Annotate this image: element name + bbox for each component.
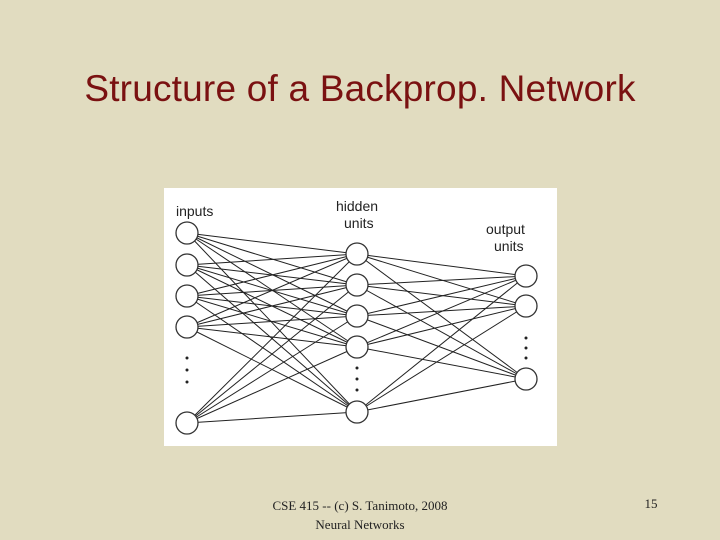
hidden-node [345, 400, 369, 424]
connection-line [356, 378, 527, 413]
connection-line [186, 253, 358, 424]
connection-line [186, 253, 358, 328]
hidden-node [345, 335, 369, 359]
connection-line [186, 253, 358, 266]
network-diagram: inputs hidden units output units [164, 188, 557, 446]
output-ellipsis-dot [524, 346, 528, 350]
connection-line [356, 275, 527, 348]
hidden-node [345, 273, 369, 297]
connection-line [356, 253, 527, 380]
connection-line [186, 232, 358, 255]
hidden-ellipsis-dot [355, 388, 359, 392]
slide-title: Structure of a Backprop. Network [84, 68, 636, 109]
footer-topic: Neural Networks [315, 517, 405, 532]
output-label-line2: units [494, 238, 524, 254]
connection-line [356, 275, 527, 286]
hidden-label-line2: units [344, 215, 374, 231]
input-node [175, 411, 199, 435]
input-ellipsis-dot [185, 380, 189, 384]
ellipses [185, 336, 528, 392]
hidden-node [345, 304, 369, 328]
input-ellipsis-dot [185, 368, 189, 372]
connection-line [356, 284, 527, 380]
connection-line [186, 315, 358, 328]
connection-line [186, 284, 358, 424]
footer-course: CSE 415 -- (c) S. Tanimoto, 2008 [272, 498, 448, 513]
footer-credit: CSE 415 -- (c) S. Tanimoto, 2008 Neural … [210, 496, 510, 534]
hidden-label-line1: hidden [336, 198, 378, 214]
connection-line [186, 326, 358, 348]
hidden-ellipsis-dot [355, 366, 359, 370]
output-ellipsis-dot [524, 356, 528, 360]
connections [186, 232, 527, 424]
connection-line [186, 284, 358, 328]
connection-line [186, 315, 358, 424]
neurons [175, 221, 538, 435]
hidden-node [345, 242, 369, 266]
network-svg: inputs hidden units output units [175, 198, 538, 435]
output-label-line1: output [486, 221, 525, 237]
connection-line [186, 411, 358, 424]
connection-line [356, 275, 527, 317]
connection-line [356, 315, 527, 380]
connection-line [186, 346, 358, 424]
input-node [175, 221, 199, 245]
input-ellipsis-dot [185, 356, 189, 360]
connection-line [356, 275, 527, 413]
output-node [514, 264, 538, 288]
inputs-label: inputs [176, 203, 213, 219]
connection-line [356, 346, 527, 380]
connection-line [356, 253, 527, 277]
hidden-ellipsis-dot [355, 377, 359, 381]
connection-line [186, 253, 358, 297]
output-node [514, 294, 538, 318]
input-node [175, 315, 199, 339]
page-number: 15 [644, 496, 658, 511]
connection-line [356, 305, 527, 348]
connection-line [356, 305, 527, 413]
input-node [175, 284, 199, 308]
output-ellipsis-dot [524, 336, 528, 340]
input-node [175, 253, 199, 277]
output-node [514, 367, 538, 391]
